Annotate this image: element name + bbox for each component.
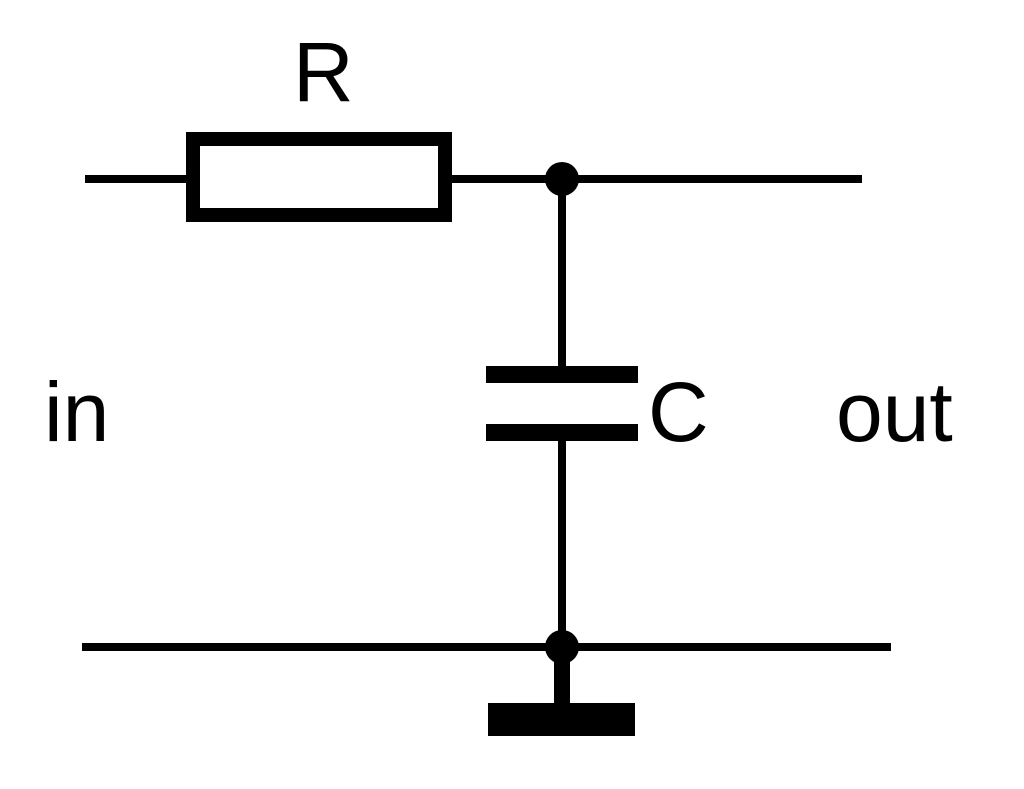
resistor-label: R [293, 25, 354, 119]
input-label: in [44, 365, 110, 459]
capacitor-plate-top [486, 366, 638, 383]
capacitor-label: C [648, 365, 709, 459]
ground-symbol [488, 703, 635, 736]
capacitor-plate-bottom [486, 424, 638, 441]
output-label: out [836, 365, 953, 459]
resistor-symbol [186, 132, 452, 222]
ground-stem [554, 647, 570, 705]
